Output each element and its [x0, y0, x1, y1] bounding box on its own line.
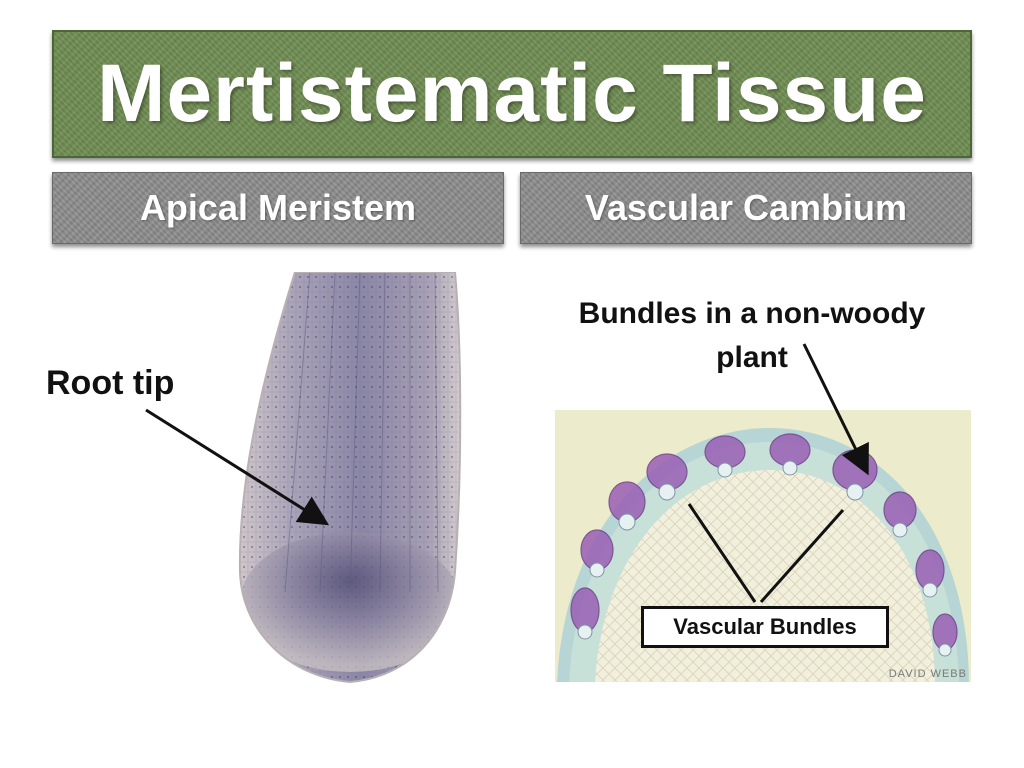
- slide-title: Mertistematic Tissue: [97, 48, 927, 139]
- root-tip-micrograph: [238, 272, 462, 684]
- root-tip-arrow: [145, 408, 330, 526]
- vascular-cambium-label: Vascular Cambium: [584, 187, 908, 228]
- stem-cross-section: Vascular Bundles DAVID WEBB: [555, 410, 971, 682]
- title-banner: Mertistematic Tissue: [52, 30, 972, 158]
- root-tip-label: Root tip: [46, 364, 175, 402]
- bundles-label: Bundles in a non-woody plant: [578, 297, 926, 374]
- vascular-bundles-caption: Vascular Bundles: [641, 606, 889, 648]
- image-credit: DAVID WEBB: [888, 668, 967, 680]
- bundle-arrow: [802, 343, 869, 476]
- apical-meristem-label: Apical Meristem: [139, 187, 417, 228]
- apical-meristem-header: Apical Meristem: [52, 172, 504, 244]
- vascular-bundles-text: Vascular Bundles: [673, 614, 857, 639]
- vascular-cambium-header: Vascular Cambium: [520, 172, 972, 244]
